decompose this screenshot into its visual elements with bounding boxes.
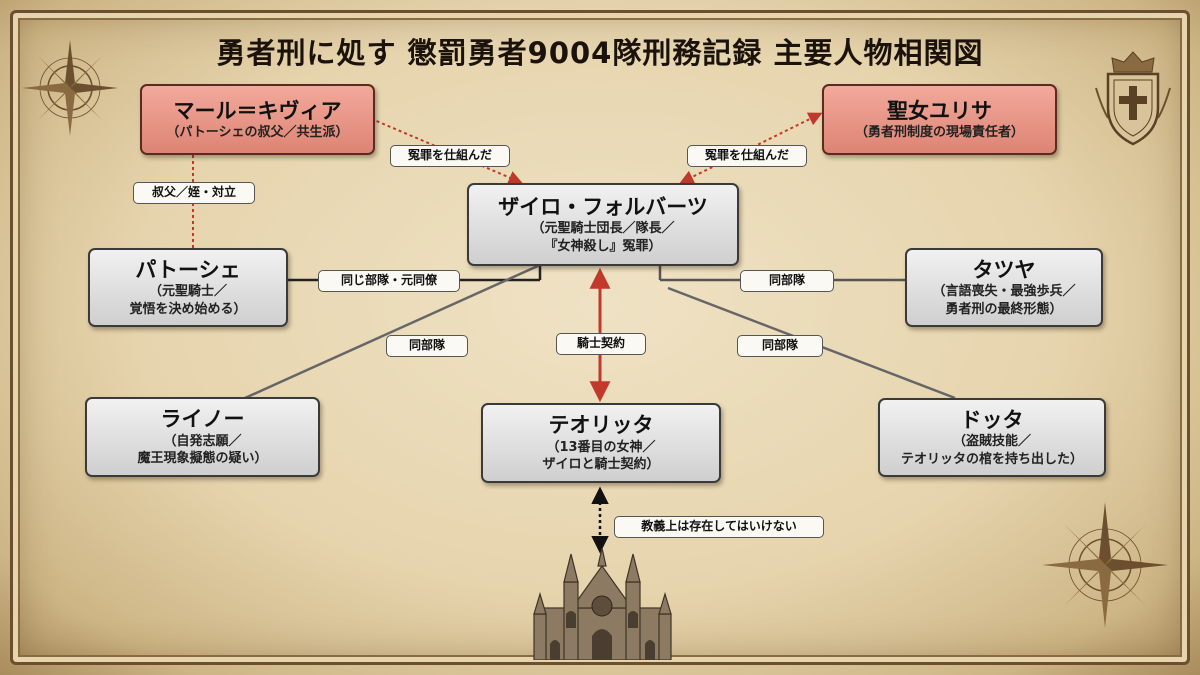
edge-label-dotta-xylo: 同部隊 xyxy=(737,335,823,357)
edge-label-tatsuya-xylo: 同部隊 xyxy=(740,270,834,292)
node-name: テオリッタ xyxy=(548,413,654,438)
node-name: ライノー xyxy=(160,407,245,432)
node-marl: マール＝キヴィア （パトーシェの叔父／共生派） xyxy=(140,84,375,155)
node-name: ドッタ xyxy=(960,407,1024,432)
node-desc: 勇者刑の最終形態） xyxy=(945,301,1063,317)
page-title: 勇者刑に処す 懲罰勇者9004隊刑務記録 主要人物相関図 xyxy=(216,36,984,70)
node-name: タツヤ xyxy=(972,257,1036,282)
node-dotta: ドッタ （盗賊技能／ テオリッタの棺を持ち出した） xyxy=(878,398,1106,477)
parchment-frame xyxy=(10,10,1190,665)
node-desc: テオリッタの棺を持ち出した） xyxy=(900,451,1083,467)
edge-label-rhyno-xylo: 同部隊 xyxy=(386,335,468,357)
node-desc: （自発志願／ xyxy=(163,433,242,449)
node-teoritta: テオリッタ （13番目の女神／ ザイロと騎士契約） xyxy=(481,403,721,483)
node-patausche: パトーシェ （元聖騎士／ 覚悟を決め始める） xyxy=(88,248,288,327)
node-rhyno: ライノー （自発志願／ 魔王現象擬態の疑い） xyxy=(85,397,320,477)
node-desc: 『女神殺し』冤罪） xyxy=(544,238,662,254)
node-desc: （元聖騎士／ xyxy=(148,284,227,300)
node-xylo: ザイロ・フォルバーツ （元聖騎士団長／隊長／ 『女神殺し』冤罪） xyxy=(467,183,739,266)
node-name: パトーシェ xyxy=(135,257,241,282)
edge-lyusa-xylo xyxy=(679,112,823,184)
edge-label-patausche-xylo: 同じ部隊・元同僚 xyxy=(318,270,460,292)
edge-label-marl-patausche: 叔父／姪・対立 xyxy=(133,182,255,204)
node-lyusa: 聖女ユリサ （勇者刑制度の現場責任者） xyxy=(822,84,1057,155)
edge-label-lyusa-xylo: 冤罪を仕組んだ xyxy=(687,145,807,167)
compass-rose-icon xyxy=(1042,502,1168,628)
node-name: マール＝キヴィア xyxy=(173,98,342,123)
compass-rose-icon xyxy=(22,40,118,136)
node-desc: （勇者刑制度の現場責任者） xyxy=(854,124,1024,140)
edge-rhyno-xylo xyxy=(244,263,541,400)
node-desc: （元聖騎士団長／隊長／ xyxy=(531,221,675,237)
node-desc: （盗賊技能／ xyxy=(952,434,1031,450)
crest-icon xyxy=(1095,51,1171,146)
node-tatsuya: タツヤ （言語喪失・最強歩兵／ 勇者刑の最終形態） xyxy=(905,248,1103,327)
edge-label-teoritta-church: 教義上は存在してはいけない xyxy=(614,516,824,538)
cathedral-icon xyxy=(533,548,672,660)
node-name: 聖女ユリサ xyxy=(887,98,992,123)
node-desc: （13番目の女神／ xyxy=(546,439,656,455)
node-desc: （パトーシェの叔父／共生派） xyxy=(166,124,349,140)
node-desc: 覚悟を決め始める） xyxy=(129,301,247,317)
edge-label-marl-xylo: 冤罪を仕組んだ xyxy=(390,145,510,167)
node-desc: ザイロと騎士契約） xyxy=(542,457,660,473)
node-desc: （言語喪失・最強歩兵／ xyxy=(932,284,1076,300)
node-name: ザイロ・フォルバーツ xyxy=(498,194,708,219)
node-desc: 魔王現象擬態の疑い） xyxy=(137,451,268,467)
edge-label-xylo-teoritta: 騎士契約 xyxy=(556,333,646,355)
